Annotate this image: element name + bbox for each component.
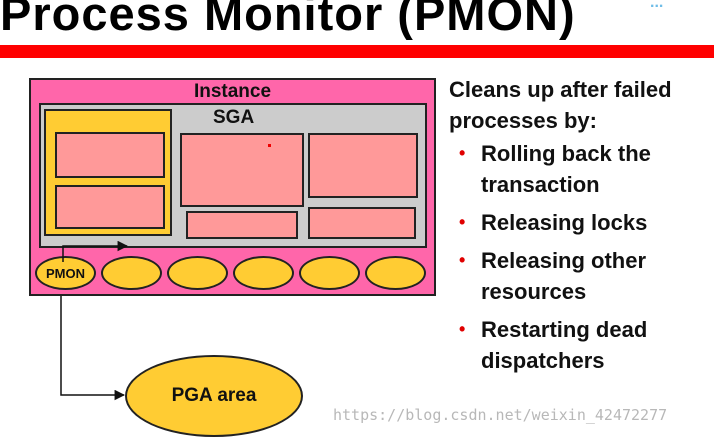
memory-buffer-box <box>308 133 418 198</box>
bullet-text: Restarting dead dispatchers <box>481 317 648 373</box>
pga-label: PGA area <box>171 385 257 406</box>
bullet-text: Releasing other resources <box>481 248 647 304</box>
marker-dot <box>268 144 271 147</box>
background-process <box>233 256 294 290</box>
sga-label: SGA <box>213 107 255 128</box>
memory-buffer-box <box>55 185 165 229</box>
background-process <box>299 256 360 290</box>
watermark: https://blog.csdn.net/weixin_42472277 <box>333 406 668 424</box>
pmon-process: PMON <box>35 256 96 290</box>
bullet-dot-icon: • <box>459 319 466 339</box>
slide-title: Process Monitor (PMON) <box>0 0 576 40</box>
bullet-text: Rolling back the transaction <box>481 141 651 197</box>
bullet-item: • Releasing other resources <box>449 245 714 307</box>
bullet-item: • Rolling back the transaction <box>449 138 714 200</box>
bullet-item: • Restarting dead dispatchers <box>449 314 714 376</box>
background-process <box>101 256 162 290</box>
description-intro: Cleans up after failed processes by: <box>449 77 672 133</box>
background-process <box>365 256 426 290</box>
title-underline-bar <box>0 45 714 58</box>
bullet-item: • Releasing locks <box>449 207 714 238</box>
memory-buffer-box <box>308 207 416 239</box>
memory-buffer-box <box>55 132 165 178</box>
background-process-row: PMON <box>29 250 436 296</box>
memory-buffer-box <box>180 133 304 207</box>
corner-logo: ... <box>650 0 664 11</box>
pmon-to-pga-arrow <box>60 296 126 401</box>
memory-buffer-box <box>186 211 298 239</box>
background-process <box>167 256 228 290</box>
description-panel: Cleans up after failed processes by: • Ro… <box>449 74 714 383</box>
instance-label: Instance <box>193 81 272 102</box>
bullet-dot-icon: • <box>459 250 466 270</box>
instance-box: Instance SGA <box>29 78 436 296</box>
pga-area: PGA area <box>125 355 303 437</box>
bullet-list: • Rolling back the transaction • Releasing… <box>449 138 714 376</box>
sga-box: SGA <box>39 103 427 248</box>
bullet-text: Releasing locks <box>481 210 648 235</box>
bullet-dot-icon: • <box>459 212 466 232</box>
pmon-label: PMON <box>46 265 85 281</box>
shared-pool-block <box>44 109 172 236</box>
bullet-dot-icon: • <box>459 143 466 163</box>
